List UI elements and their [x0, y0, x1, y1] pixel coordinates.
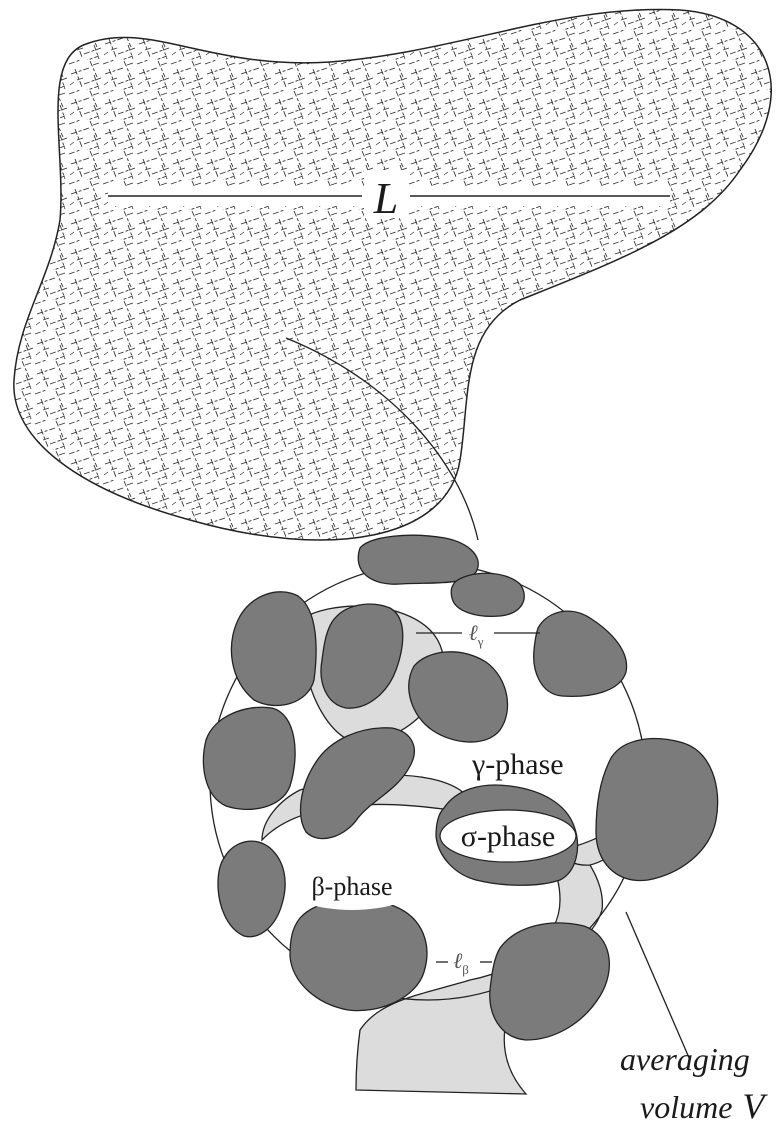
beta-phase-label: β-phase	[311, 872, 392, 901]
sigma-particle	[358, 535, 478, 584]
averaging-volume-label-line1: averaging	[620, 1041, 750, 1077]
averaging-volume-leader	[626, 912, 690, 1060]
sigma-particle	[231, 592, 316, 706]
sigma-particle	[534, 611, 627, 696]
sigma-particle	[203, 707, 295, 809]
sigma-particle	[451, 573, 524, 616]
sigma-particle	[301, 728, 415, 839]
sigma-particle	[218, 841, 285, 937]
macroscopic-body	[14, 9, 771, 540]
sigma-particle	[596, 739, 718, 881]
sigma-particle	[490, 923, 610, 1040]
gamma-length-label: ℓγ	[469, 620, 484, 649]
gamma-phase-label: γ-phase	[471, 748, 564, 781]
length-L-label: L	[373, 174, 398, 223]
sigma-particle	[290, 899, 427, 1010]
sigma-phase-label: σ-phase	[461, 820, 555, 853]
sigma-particle	[409, 652, 508, 742]
